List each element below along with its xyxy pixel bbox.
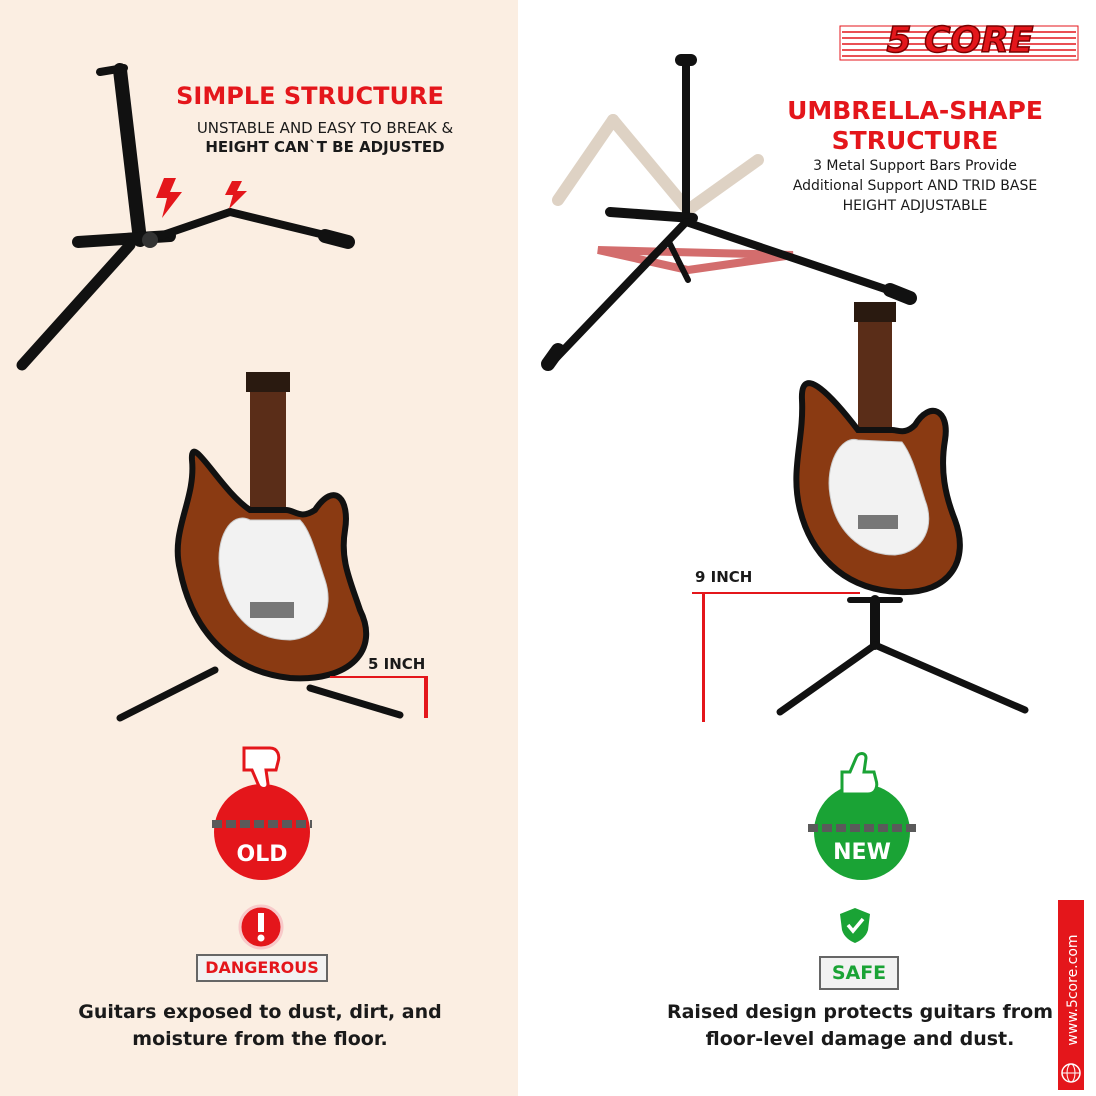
website-strip: www.5core.com: [1058, 900, 1084, 1090]
new-badge: NEW: [806, 752, 918, 880]
right-caption-line2: floor-level damage and dust.: [705, 1028, 1015, 1050]
left-title: SIMPLE STRUCTURE: [176, 82, 444, 110]
left-height-line: [330, 676, 428, 678]
lightning-icon: [156, 178, 182, 218]
right-desc-line3: HEIGHT ADJUSTABLE: [842, 198, 988, 214]
new-badge-label: NEW: [833, 840, 891, 865]
right-height-bar: [702, 592, 705, 722]
left-guitar-on-old-stand: [116, 372, 404, 722]
thumbs-up-icon: [840, 752, 879, 796]
old-stand-closeup: [16, 63, 355, 371]
right-title-line1: UMBRELLA-SHAPE: [787, 96, 1043, 125]
safe-tag: SAFE: [819, 956, 899, 990]
right-caption-line1: Raised design protects guitars from: [666, 1001, 1053, 1023]
right-desc-line1: 3 Metal Support Bars Provide: [813, 158, 1017, 174]
right-desc-line2: Additional Support AND TRID BASE: [792, 178, 1038, 194]
globe-icon: [1061, 1063, 1081, 1083]
left-caption-line2: moisture from the floor.: [132, 1028, 388, 1050]
new-badge-circle: [808, 784, 916, 880]
logo-stripes: [839, 25, 1079, 61]
right-height-label: 9 INCH: [695, 568, 753, 586]
logo-text: 5 CORE: [886, 19, 1034, 62]
right-guitar-on-tripod: [776, 302, 1029, 716]
website-text: www.5core.com: [1065, 934, 1081, 1046]
old-badge: OLD: [206, 746, 318, 880]
old-badge-circle: [212, 784, 312, 880]
left-height-label: 5 INCH: [368, 655, 426, 673]
tripod-closeup: [541, 54, 917, 371]
brand-logo: 5 CORE: [839, 19, 1080, 62]
shield-check-icon: [840, 908, 870, 943]
left-desc-line1: UNSTABLE AND EASY TO BREAK &: [196, 119, 454, 137]
thumbs-down-icon: [242, 746, 281, 790]
exclamation-icon: [238, 904, 284, 950]
lightning-icon: [225, 181, 247, 209]
right-panel: [518, 0, 1096, 1096]
left-caption-line1: Guitars exposed to dust, dirt, and: [78, 1001, 442, 1023]
left-height-bar: [424, 676, 428, 718]
right-title-line2: STRUCTURE: [831, 126, 999, 155]
old-badge-label: OLD: [236, 842, 288, 867]
dangerous-tag: DANGEROUS: [196, 954, 328, 982]
left-desc-line2: HEIGHT CAN`T BE ADJUSTED: [205, 138, 445, 156]
right-height-line: [692, 592, 860, 594]
